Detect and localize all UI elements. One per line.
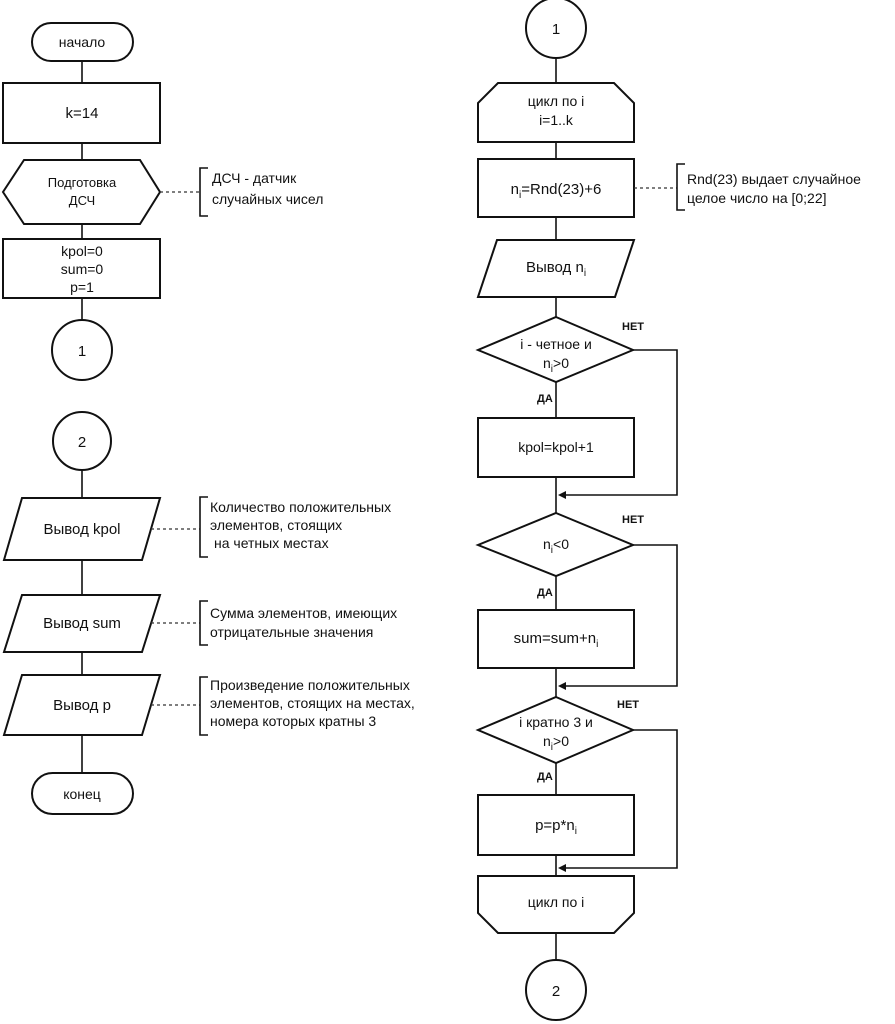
assign-k-label: k=14 [66,105,99,122]
sum-expr: sum=sum+n [514,630,597,647]
yes-label-1: ДА [537,393,553,405]
init-line1: kpol=0 [61,243,103,259]
start-label: начало [59,34,106,50]
assign-k-process [2,82,161,144]
connector-1-in-label: 1 [552,21,560,38]
prep-note-line2: случайных чисел [212,191,323,207]
decision-negative [475,511,636,578]
product-label: p=p*ni [535,817,577,837]
output-kpol-label: Вывод kpol [43,521,120,538]
output-p-label: Вывод p [53,697,111,714]
increment-kpol-process [477,417,635,478]
no-label-1: НЕТ [622,321,644,333]
kpol-note-line3: на четных местах [214,535,329,551]
connector-1-out-label: 1 [78,343,86,360]
no-branch-line-2 [564,544,678,687]
output-ni-label: Вывод ni [526,259,586,279]
output-kpol-parallelogram [2,497,162,561]
no-label-2: НЕТ [622,514,644,526]
kpol-note-line1: Количество положительных [210,499,391,515]
end-terminator [31,772,134,815]
generate-ni-rest: =Rnd(23)+6 [521,181,601,198]
decision1-line2: ni>0 [543,355,569,375]
no-label-3: НЕТ [617,699,639,711]
prep-rng-hexagon [1,159,162,225]
sum-process [477,609,635,669]
p-note-line3: номера которых кратны 3 [210,713,376,729]
arrow-head [558,682,566,690]
connector-2-in [52,411,112,471]
sum-label: sum=sum+ni [514,630,599,650]
loop-start-line1: цикл по i [528,93,585,109]
decision-even-positive [475,315,636,384]
prep-note-line1: ДСЧ - датчик [212,170,297,186]
yes-label-3: ДА [537,771,553,783]
generate-ni-sub: i [519,190,521,201]
arrow-head [558,864,566,872]
note-bracket [199,496,208,558]
note-bracket [199,600,208,646]
note-bracket [199,676,208,736]
connector-2-out [525,959,587,1021]
decision3-line1: i кратно 3 и [519,714,593,730]
kpol-note-line2: элементов, стоящих [210,517,342,533]
sum-note-line2: отрицательные значения [210,624,373,640]
decision1-line1: i - четное и [520,336,592,352]
generate-ni-process [477,158,635,218]
gen-note-line1: Rnd(23) выдает случайное [687,171,861,187]
decision2-label: ni<0 [543,536,569,556]
output-p-parallelogram [2,674,162,736]
loop-end-label: цикл по i [528,894,585,910]
decision1-sub: i [551,364,553,375]
output-ni-text: Вывод n [526,259,584,276]
prep-label-line1: Подготовка [48,175,117,190]
output-sum-label: Вывод sum [43,615,121,632]
output-sum-parallelogram [2,594,162,653]
init-line2: sum=0 [61,261,104,277]
connector-2-in-label: 2 [78,434,86,451]
decision2-sub: i [551,545,553,556]
decision3-op: >0 [553,733,569,749]
product-process [477,794,635,856]
decision3-sub: i [551,742,553,753]
product-expr: p=p*n [535,817,575,834]
sum-sub: i [596,639,598,650]
note-bracket [199,167,208,217]
loop-start-line2: i=1..k [539,112,574,128]
prep-label-line2: ДСЧ [69,193,95,208]
p-note-line2: элементов, стоящих на местах, [210,695,415,711]
connector-1-out [51,319,113,381]
end-label: конец [63,786,101,802]
gen-note-line2: целое число на [0;22] [687,190,827,206]
p-note-line1: Произведение положительных [210,677,410,693]
decision3-var: n [543,733,551,749]
loop-start-limit [477,82,635,143]
start-terminator [31,22,134,62]
init-line3: p=1 [70,279,94,295]
generate-ni-label: ni=Rnd(23)+6 [511,181,602,201]
decision1-op: >0 [553,355,569,371]
arrow-head [558,491,566,499]
decision2-op: <0 [553,536,569,552]
note-bracket [676,163,685,211]
init-process [2,238,161,299]
decision2-var: n [543,536,551,552]
no-branch-line-3 [564,729,678,869]
decision1-var: n [543,355,551,371]
decision-multiple-of-3 [475,695,636,765]
yes-label-2: ДА [537,587,553,599]
output-ni-sub: i [584,268,586,279]
sum-note-line1: Сумма элементов, имеющих [210,605,397,621]
increment-kpol-label: kpol=kpol+1 [518,439,594,455]
product-sub: i [575,826,577,837]
generate-ni-var: n [511,181,519,198]
output-ni-parallelogram [476,239,636,298]
connector-1-in [525,0,587,59]
no-branch-line-1 [564,349,678,496]
loop-end-limit [477,875,635,934]
decision3-line2: ni>0 [543,733,569,753]
connector-2-out-label: 2 [552,983,560,1000]
